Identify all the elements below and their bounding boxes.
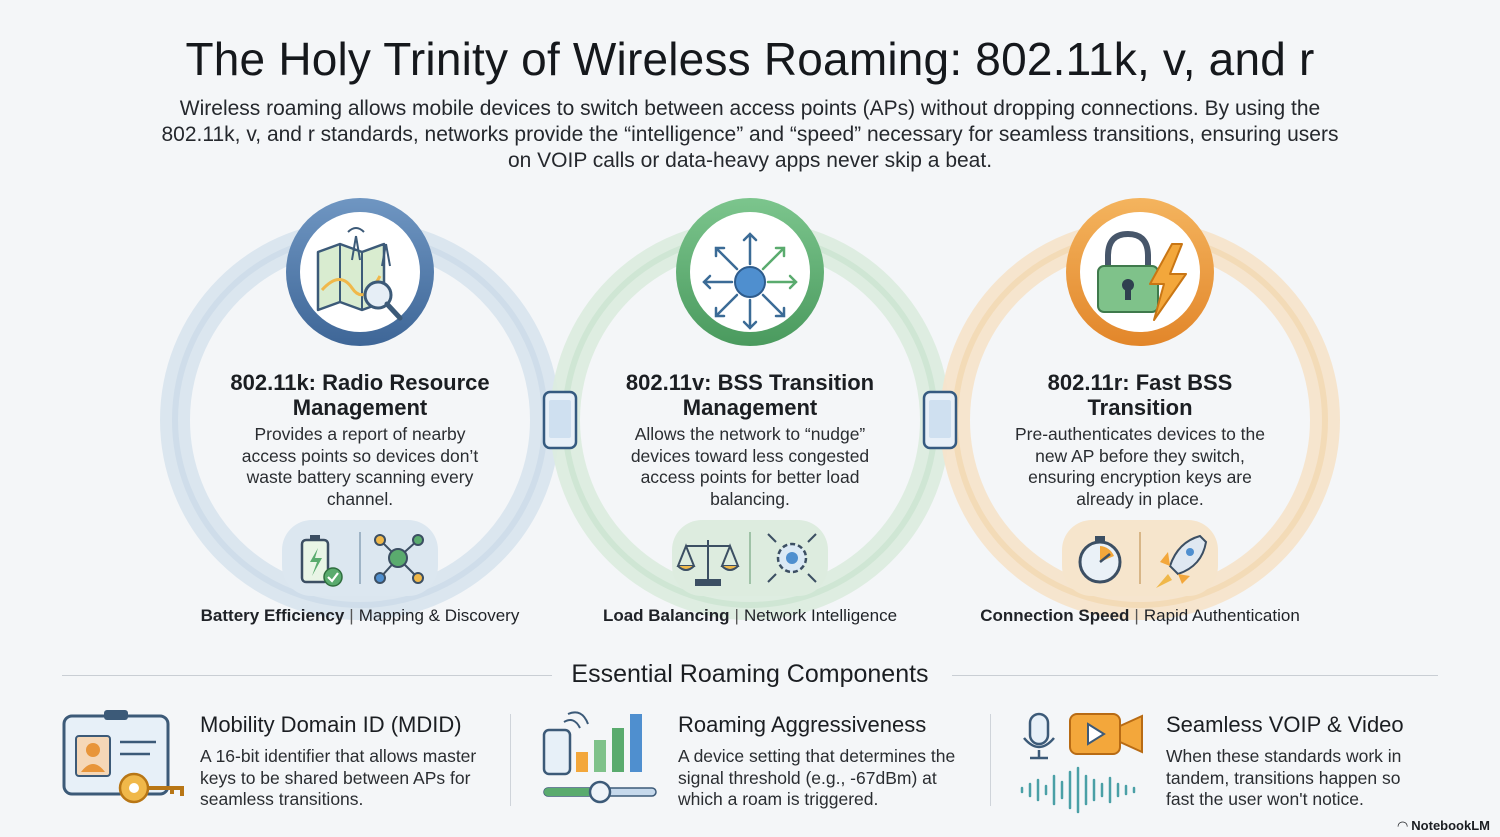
badge-k: [286, 198, 434, 346]
page-title: The Holy Trinity of Wireless Roaming: 80…: [185, 33, 1315, 85]
page-subtitle: Wireless roaming allows mobile devices t…: [161, 97, 1339, 172]
battery-check-icon: [300, 535, 343, 587]
component-title: Mobility Domain ID (MDID): [200, 712, 462, 737]
pillar-r: 802.11r: Fast BSS Transition Pre-authent…: [995, 370, 1285, 510]
brand-text: NotebookLM: [1411, 818, 1490, 833]
component-aggressiveness: Roaming Aggressiveness A device setting …: [678, 712, 968, 811]
pod-k: [282, 520, 438, 596]
component-title: Roaming Aggressiveness: [678, 712, 927, 737]
tagline-rest: Mapping & Discovery: [358, 606, 520, 625]
rocket-icon: [1156, 534, 1208, 588]
badge-r: [1066, 198, 1214, 346]
tagline-bold: Load Balancing: [602, 606, 730, 625]
pillar-desc: Provides a report of nearby access point…: [241, 424, 479, 509]
component-title: Seamless VOIP & Video: [1166, 712, 1404, 737]
pod-r: [1062, 520, 1218, 596]
tagline-bold: Battery Efficiency: [200, 606, 345, 625]
pillar-title: 802.11v: BSS Transition Management: [625, 370, 875, 420]
pillar-title: 802.11r: Fast BSS Transition: [1047, 370, 1233, 420]
map-search-icon: [316, 227, 403, 321]
phone-icon-left: [542, 390, 578, 450]
component-mdid: Mobility Domain ID (MDID) A 16-bit ident…: [200, 712, 490, 811]
tagline-r: Connection Speed|Rapid Authentication: [980, 606, 1300, 625]
pod-v: [672, 520, 828, 596]
tagline-v: Load Balancing|Network Intelligence: [602, 606, 898, 625]
signal-slider-icon: [542, 711, 657, 804]
components-icons: [62, 710, 1143, 814]
tagline-rest: Rapid Authentication: [1143, 606, 1300, 625]
pillar-v: 802.11v: BSS Transition Management Allow…: [605, 370, 895, 510]
divider-right: [952, 675, 1438, 676]
tagline-k: Battery Efficiency|Mapping & Discovery: [200, 606, 520, 625]
mic-video-icon: [1020, 712, 1143, 814]
component-separator: [990, 714, 991, 806]
component-voip: Seamless VOIP & Video When these standar…: [1166, 712, 1426, 811]
tagline-bold: Connection Speed: [980, 606, 1130, 625]
tagline-rest: Network Intelligence: [743, 606, 898, 625]
component-desc: A device setting that determines the sig…: [678, 746, 956, 809]
scale-icon: [676, 540, 740, 586]
badge-v: [676, 198, 824, 346]
pillar-k: 802.11k: Radio Resource Management Provi…: [215, 370, 505, 510]
phone-icon-right: [922, 390, 958, 450]
lock-bolt-icon: [1097, 230, 1187, 321]
divider-left: [62, 675, 552, 676]
component-desc: When these standards work in tandem, tra…: [1166, 746, 1402, 809]
pillar-desc: Allows the network to “nudge” devices to…: [630, 424, 870, 509]
arrows-hub-icon: [702, 232, 798, 330]
network-nodes-icon: [374, 534, 424, 584]
essentials-title: Essential Roaming Components: [571, 660, 929, 688]
component-desc: A 16-bit identifier that allows master k…: [200, 746, 477, 809]
component-separator: [510, 714, 511, 806]
network-gear-icon: [767, 533, 817, 583]
pillar-desc: Pre-authenticates devices to the new AP …: [1014, 424, 1265, 509]
pillar-title: 802.11k: Radio Resource Management: [230, 370, 490, 420]
stopwatch-icon: [1078, 536, 1122, 584]
brand-watermark: ◠ NotebookLM: [1398, 818, 1490, 834]
notebooklm-logo-icon: ◠: [1397, 818, 1412, 833]
id-card-key-icon: [62, 710, 184, 804]
